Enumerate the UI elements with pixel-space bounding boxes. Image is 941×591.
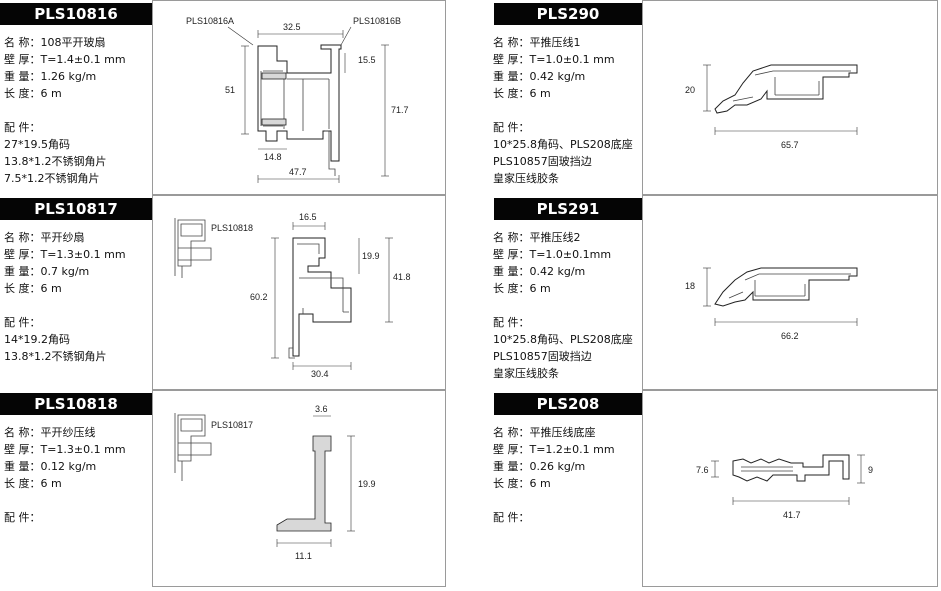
accessory-item: 13.8*1.2不锈钢角片	[4, 350, 107, 363]
spec-weight: 重 量：0.42 kg/m	[493, 265, 586, 278]
spec-weight: 重 量：0.12 kg/m	[4, 460, 97, 473]
dimension-label: 18	[685, 281, 695, 291]
profile-drawing: 18 66.2	[685, 267, 858, 341]
drawing-panel	[152, 390, 446, 587]
drawing-panel	[152, 195, 446, 390]
accessories-label: 配 件：	[4, 511, 41, 524]
profile-drawing: PLS10816A PLS10816B 32.5 15.5 71.7 51 14…	[186, 16, 409, 183]
spec-thickness: 壁 厚：T=1.3±0.1 mm	[4, 443, 126, 456]
dimension-label: 16.5	[299, 212, 317, 222]
profile-drawing: PLS10817 3.6 19.9 11.1	[174, 404, 376, 561]
accessory-item: 10*25.8角码、PLS208底座	[493, 138, 633, 151]
profile-drawing: PLS10818 16.5 19.9 41.8 60.2 30.4	[174, 212, 411, 379]
accessories-label: 配 件：	[493, 511, 530, 524]
spec-length: 长 度：6 m	[493, 87, 551, 100]
drawing-panel	[642, 195, 938, 390]
spec-length: 长 度：6 m	[4, 87, 62, 100]
accessory-item: 14*19.2角码	[4, 333, 70, 346]
dimension-label: 32.5	[283, 22, 301, 32]
part-label: PLS10817	[211, 420, 253, 430]
accessories-label: 配 件：	[493, 121, 530, 134]
dimension-label: 30.4	[311, 369, 329, 379]
spec-length: 长 度：6 m	[4, 282, 62, 295]
dimension-label: 41.7	[783, 510, 801, 520]
product-title: PLS10817	[0, 198, 152, 220]
product-title: PLS291	[494, 198, 642, 220]
spec-name: 名 称：平开纱压线	[4, 426, 96, 439]
accessory-item: 皇家压线胶条	[493, 367, 559, 380]
dimension-label: 41.8	[393, 272, 411, 282]
product-specs: 名 称：108平开玻扇 壁 厚：T=1.4±0.1 mm 重 量：1.26 kg…	[4, 34, 126, 187]
spec-weight: 重 量：0.7 kg/m	[4, 265, 90, 278]
dimension-label: 11.1	[295, 551, 312, 561]
part-label: PLS10816B	[353, 16, 401, 26]
dimension-label: 60.2	[250, 292, 268, 302]
dimension-label: 3.6	[315, 404, 328, 414]
spec-thickness: 壁 厚：T=1.2±0.1 mm	[493, 443, 615, 456]
dimension-label: 47.7	[289, 167, 307, 177]
dimension-label: 14.8	[264, 152, 282, 162]
dimension-label: 19.9	[358, 479, 376, 489]
accessory-item: 27*19.5角码	[4, 138, 70, 151]
product-title: PLS10818	[0, 393, 152, 415]
spec-length: 长 度：6 m	[493, 477, 551, 490]
dimension-label: 71.7	[391, 105, 409, 115]
spec-length: 长 度：6 m	[4, 477, 62, 490]
dimension-label: 66.2	[781, 331, 799, 341]
spec-thickness: 壁 厚：T=1.0±0.1 mm	[493, 53, 615, 66]
spec-name: 名 称：平开纱扇	[4, 231, 85, 244]
accessory-item: PLS10857固玻挡边	[493, 350, 592, 363]
accessory-item: PLS10857固玻挡边	[493, 155, 592, 168]
spec-name: 名 称：平推压线2	[493, 231, 581, 244]
product-specs: 名 称：平推压线底座 壁 厚：T=1.2±0.1 mm 重 量：0.26 kg/…	[493, 424, 615, 526]
product-title: PLS290	[494, 3, 642, 25]
part-label: PLS10818	[211, 223, 253, 233]
dimension-label: 65.7	[781, 140, 799, 150]
dimension-label: 51	[225, 85, 235, 95]
spec-thickness: 壁 厚：T=1.0±0.1mm	[493, 248, 612, 261]
part-label: PLS10816A	[186, 16, 234, 26]
dimension-label: 19.9	[362, 251, 380, 261]
spec-weight: 重 量：1.26 kg/m	[4, 70, 97, 83]
spec-name: 名 称：108平开玻扇	[4, 36, 106, 49]
drawing-panel	[642, 0, 938, 195]
drawing-panel	[642, 390, 938, 587]
drawing-panel	[152, 0, 446, 195]
product-title: PLS10816	[0, 3, 152, 25]
product-specs: 名 称：平推压线2 壁 厚：T=1.0±0.1mm 重 量：0.42 kg/m …	[493, 229, 633, 382]
spec-length: 长 度：6 m	[493, 282, 551, 295]
spec-thickness: 壁 厚：T=1.4±0.1 mm	[4, 53, 126, 66]
accessory-item: 皇家压线胶条	[493, 172, 559, 185]
product-title: PLS208	[494, 393, 642, 415]
accessories-label: 配 件：	[4, 121, 41, 134]
dimension-label: 15.5	[358, 55, 376, 65]
dimension-label: 9	[868, 465, 873, 475]
dimension-label: 7.6	[696, 465, 709, 475]
spec-name: 名 称：平推压线底座	[493, 426, 596, 439]
accessory-item: 13.8*1.2不锈钢角片	[4, 155, 107, 168]
spec-weight: 重 量：0.26 kg/m	[493, 460, 586, 473]
profile-drawing: 20 65.7	[685, 64, 858, 150]
spec-name: 名 称：平推压线1	[493, 36, 581, 49]
product-specs: 名 称：平开纱压线 壁 厚：T=1.3±0.1 mm 重 量：0.12 kg/m…	[4, 424, 126, 526]
spec-thickness: 壁 厚：T=1.3±0.1 mm	[4, 248, 126, 261]
product-specs: 名 称：平推压线1 壁 厚：T=1.0±0.1 mm 重 量：0.42 kg/m…	[493, 34, 633, 187]
accessories-label: 配 件：	[493, 316, 530, 329]
profile-drawing: 7.6 9 41.7	[696, 454, 873, 520]
dimension-label: 20	[685, 85, 695, 95]
accessories-label: 配 件：	[4, 316, 41, 329]
product-specs: 名 称：平开纱扇 壁 厚：T=1.3±0.1 mm 重 量：0.7 kg/m 长…	[4, 229, 126, 365]
accessory-item: 7.5*1.2不锈钢角片	[4, 172, 100, 185]
spec-weight: 重 量：0.42 kg/m	[493, 70, 586, 83]
accessory-item: 10*25.8角码、PLS208底座	[493, 333, 633, 346]
